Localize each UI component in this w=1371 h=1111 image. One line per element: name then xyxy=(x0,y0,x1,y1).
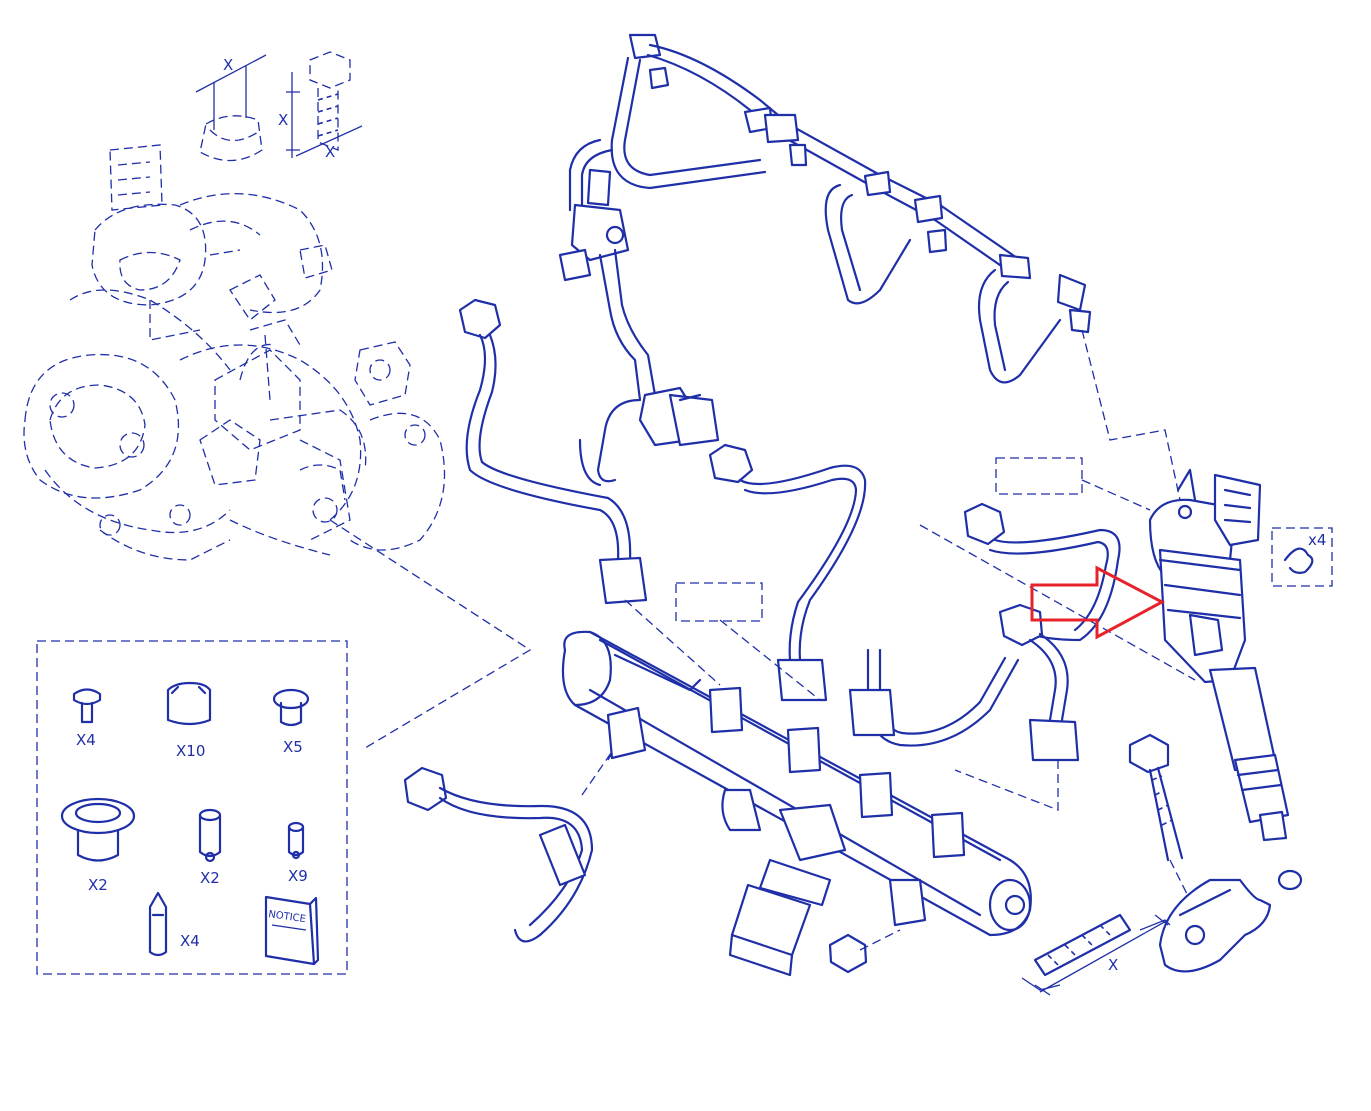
sensor-leader xyxy=(859,929,901,951)
notice-booklet: NOTICE xyxy=(264,895,320,966)
kit-large-plug: X2 xyxy=(60,797,136,894)
injector-clip-x4: x4 xyxy=(1271,527,1333,587)
injector-clamp xyxy=(1158,878,1272,973)
hp-pipe-2 xyxy=(708,443,867,702)
nut-dimension-detail: X xyxy=(195,54,267,162)
stud-length-label: X xyxy=(1108,956,1118,974)
label-box-2 xyxy=(995,457,1083,495)
label-box-1 xyxy=(675,582,763,622)
notice-label: NOTICE xyxy=(268,909,307,925)
hp-pipe-4 xyxy=(848,648,1020,747)
kit-grommet-qty: X5 xyxy=(283,738,303,756)
hp-pipe-3 xyxy=(963,502,1121,762)
kit-small-spacer-qty: X9 xyxy=(288,867,308,885)
kit-small-spacer: X9 xyxy=(287,821,308,885)
leader-lines xyxy=(581,479,1196,811)
kit-long-spacer: X2 xyxy=(198,808,222,887)
leak-off-return-harness xyxy=(558,33,1092,487)
harness-to-injector-leader xyxy=(1081,329,1181,501)
pump-to-rail-leader xyxy=(329,519,532,749)
kit-large-plug-qty: X2 xyxy=(88,876,108,894)
high-pressure-pump xyxy=(23,144,446,561)
kit-small-bolt: X4 xyxy=(72,688,102,749)
hp-pipe-5 xyxy=(403,766,594,943)
injector-clamp-bolt xyxy=(1128,733,1191,901)
nut-dim-label: X xyxy=(223,56,233,74)
clip-qty-label: x4 xyxy=(1308,531,1326,549)
kit-pointed-pin-qty: X4 xyxy=(180,932,200,950)
bolt-width-label: X xyxy=(325,143,335,161)
rail-pressure-sensor xyxy=(728,858,868,977)
kit-small-bolt-qty: X4 xyxy=(76,731,96,749)
clamp-stud: X xyxy=(1021,913,1171,996)
kit-pointed-pin: X4 xyxy=(148,891,200,957)
kit-grommet: X5 xyxy=(272,688,310,756)
kit-cap-qty: X10 xyxy=(176,742,205,760)
common-fuel-rail xyxy=(561,630,1032,937)
hp-pipe-1 xyxy=(458,298,648,605)
kit-cap: X10 xyxy=(166,681,212,760)
highlight-arrow xyxy=(1030,565,1166,640)
bolt-height-label: X xyxy=(278,111,288,129)
bolt-dimension-detail: X X xyxy=(278,51,363,161)
kit-long-spacer-qty: X2 xyxy=(200,869,220,887)
fuel-injector xyxy=(1148,468,1303,891)
hardware-kit-panel: X4 X10 X5 X2 X2 xyxy=(36,640,348,975)
